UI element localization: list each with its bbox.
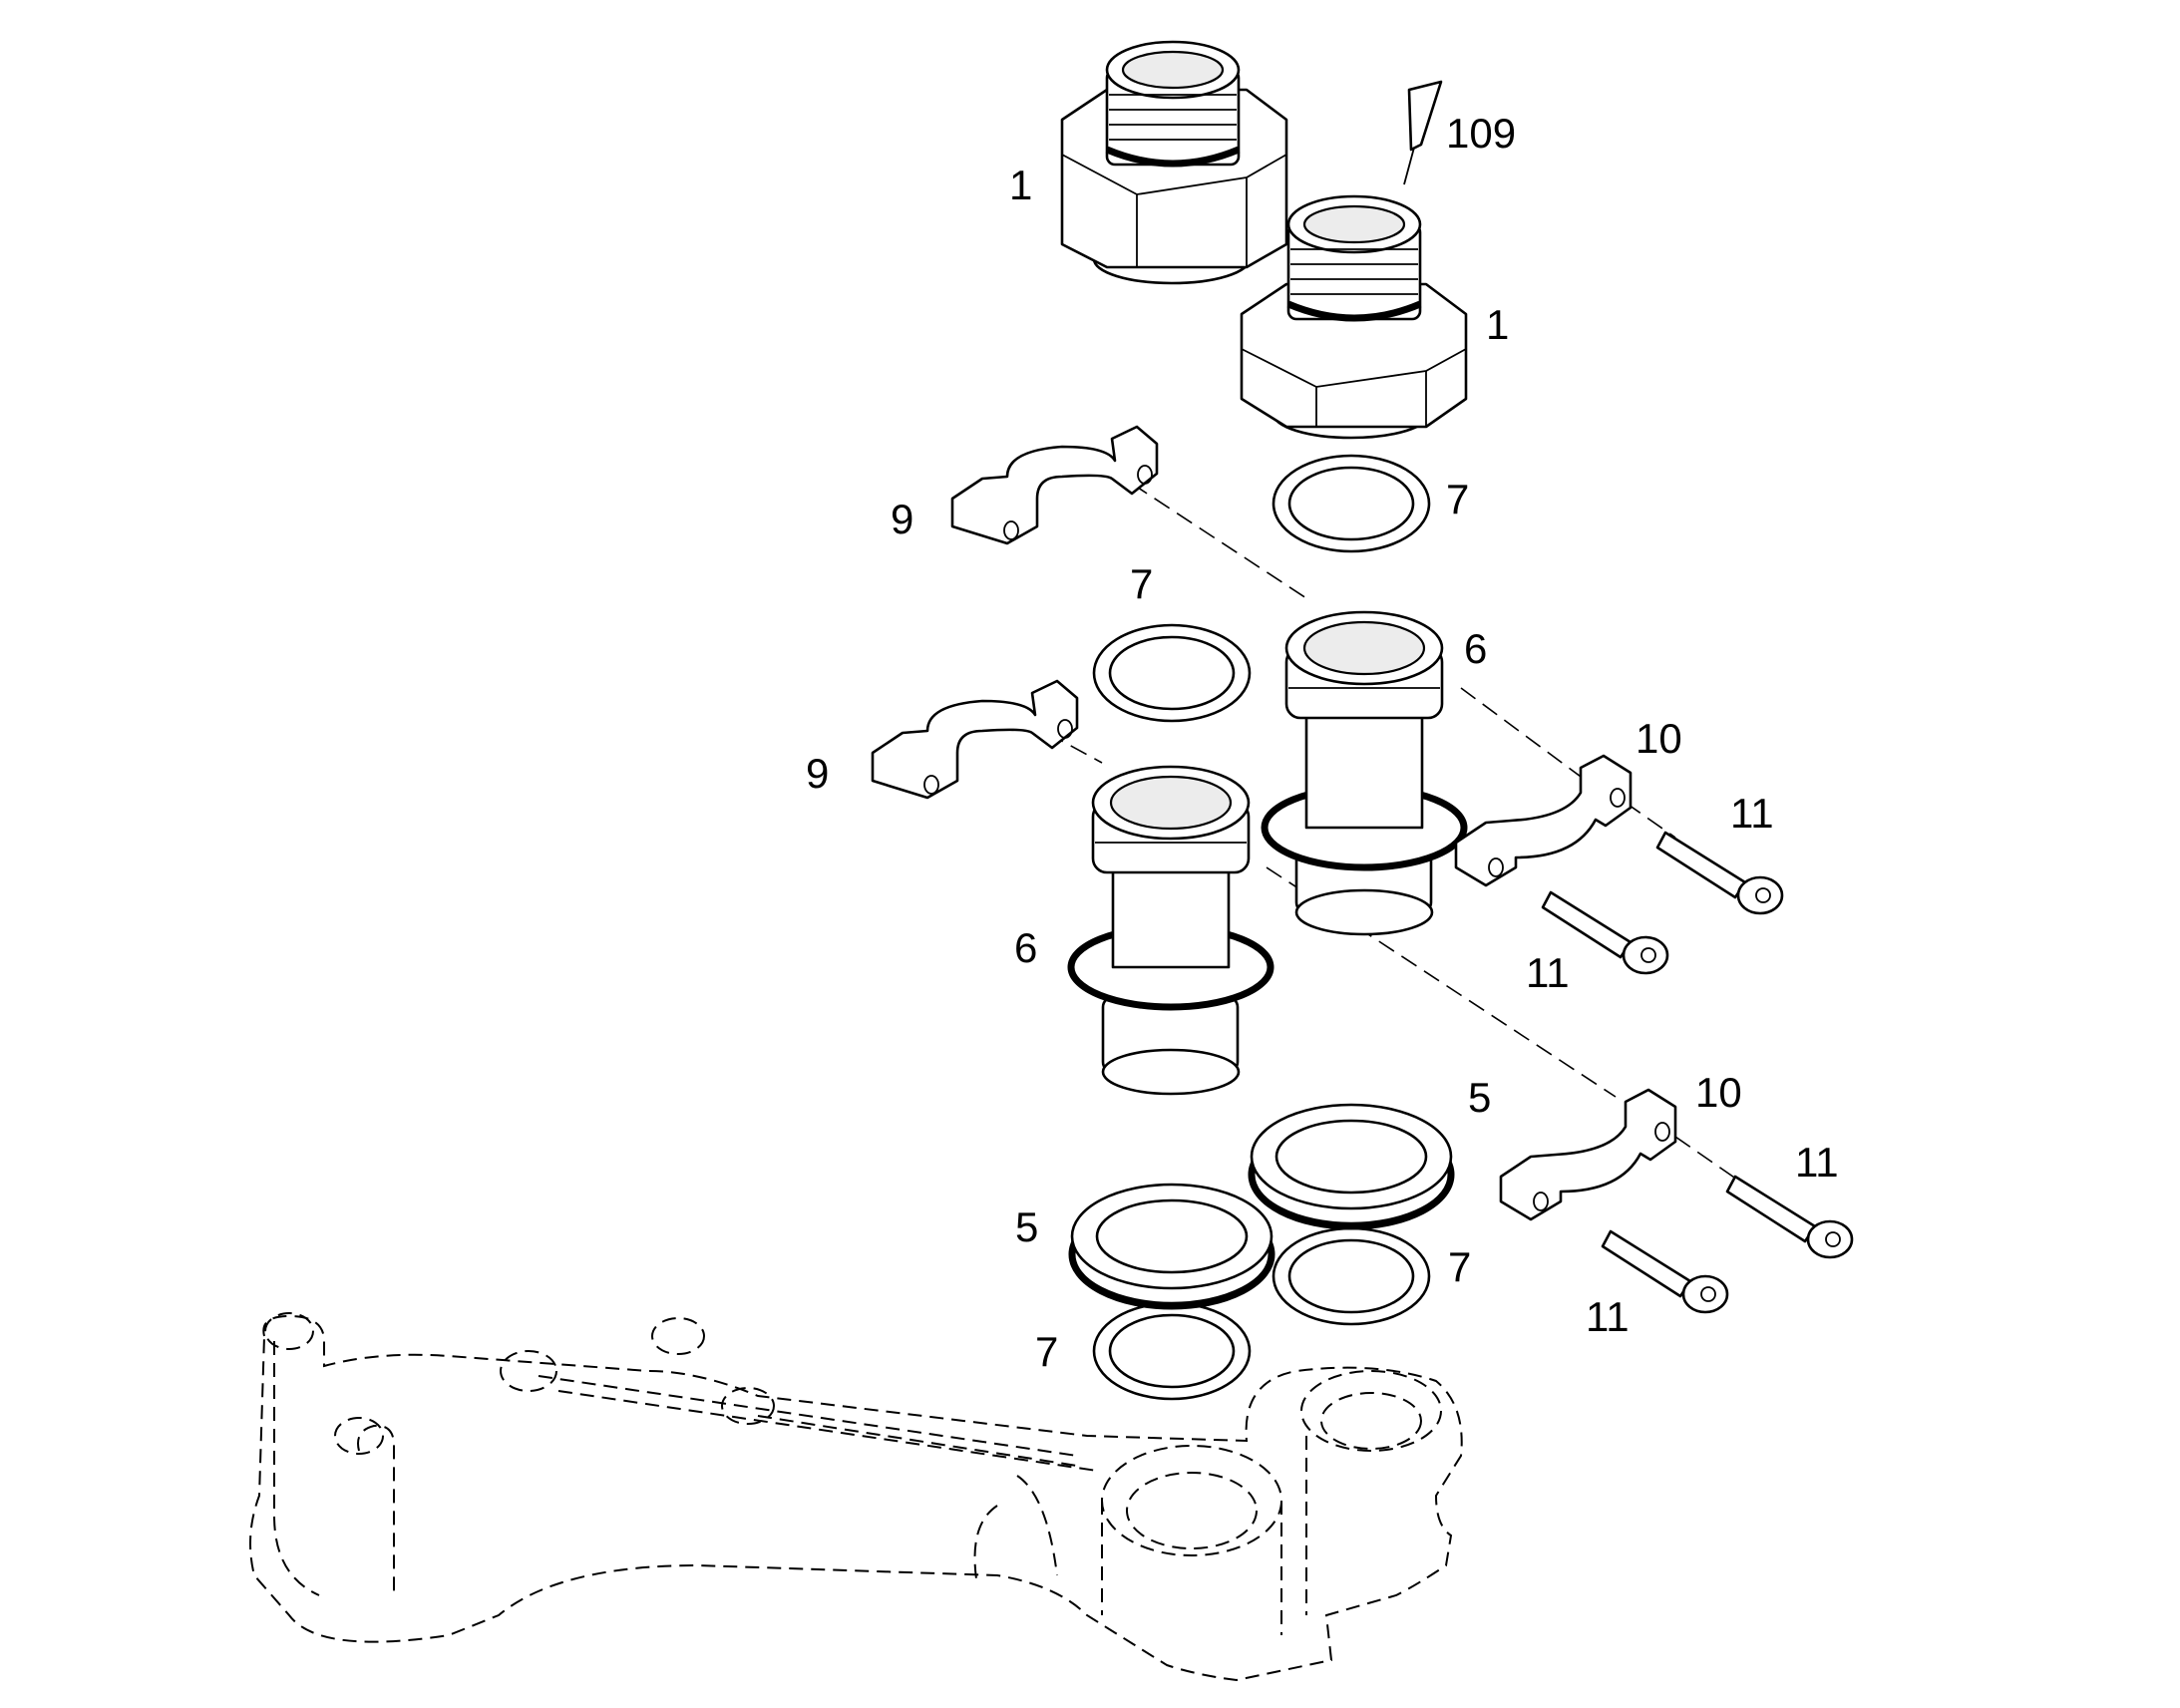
callout-adapter-right: 6 bbox=[1464, 625, 1487, 672]
sealant-tube-icon bbox=[1403, 80, 1443, 185]
socket-screw-b bbox=[1541, 890, 1669, 975]
o-ring-mid-left bbox=[1092, 623, 1252, 723]
adapter-sleeve-left bbox=[1067, 765, 1274, 1096]
clamp-half-right-top bbox=[1454, 754, 1633, 887]
callout-seal-right: 5 bbox=[1468, 1074, 1491, 1121]
callout-seal-left: 5 bbox=[1015, 1203, 1038, 1250]
callout-clamp-half-mid: 9 bbox=[806, 750, 829, 797]
reference-housing bbox=[249, 1312, 1463, 1682]
callout-sealant: 109 bbox=[1446, 110, 1516, 157]
callout-oring-bottom: 7 bbox=[1035, 1328, 1058, 1375]
callout-screw-d: 11 bbox=[1586, 1293, 1630, 1340]
callout-adapter-left: 6 bbox=[1014, 924, 1037, 971]
union-nut-right bbox=[1240, 194, 1468, 440]
union-nut-top bbox=[1060, 40, 1288, 285]
callout-screw-b: 11 bbox=[1526, 949, 1570, 996]
callout-nut-top: 1 bbox=[1009, 162, 1032, 208]
callout-oring-mid-left: 7 bbox=[1130, 560, 1153, 607]
callout-screw-a: 11 bbox=[1730, 790, 1774, 837]
callout-clamp-right-top: 10 bbox=[1635, 715, 1682, 762]
callout-nut-right: 1 bbox=[1486, 301, 1509, 348]
adapter-sleeve-right bbox=[1261, 610, 1468, 936]
o-ring-low-right bbox=[1272, 1226, 1431, 1326]
socket-screw-c bbox=[1725, 1175, 1854, 1259]
shaft-seal-right bbox=[1248, 1103, 1455, 1230]
socket-screw-a bbox=[1655, 831, 1784, 915]
o-ring-top-right bbox=[1272, 454, 1431, 553]
clamp-half-top bbox=[950, 425, 1159, 545]
callout-oring-top-right: 7 bbox=[1446, 476, 1469, 522]
callout-clamp-right-low: 10 bbox=[1695, 1069, 1742, 1116]
shaft-seal-left bbox=[1068, 1183, 1275, 1310]
socket-screw-d bbox=[1601, 1229, 1729, 1314]
callout-oring-low-right: 7 bbox=[1448, 1243, 1471, 1290]
callout-labels: 1 1 109 9 7 7 6 9 10 11 6 11 5 10 11 5 7… bbox=[806, 110, 1839, 1375]
callout-screw-c: 11 bbox=[1795, 1139, 1839, 1186]
clamp-half-right-low bbox=[1499, 1088, 1677, 1221]
clamp-half-mid bbox=[871, 679, 1079, 800]
callout-clamp-half-top: 9 bbox=[891, 496, 913, 542]
o-ring-bottom bbox=[1092, 1301, 1252, 1401]
